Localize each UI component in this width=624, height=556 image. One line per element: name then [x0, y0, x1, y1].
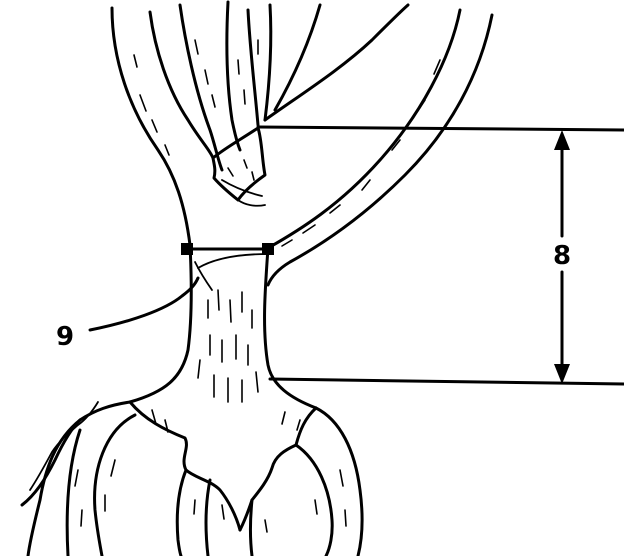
leader-label: 9 — [56, 322, 74, 352]
arrow-up-icon — [554, 130, 570, 150]
height-label: 8 — [553, 241, 571, 271]
central-leaves — [180, 2, 271, 206]
stem — [130, 243, 316, 408]
leader-annotation: 9 — [56, 278, 198, 352]
right-leaf — [265, 5, 492, 285]
bulb — [22, 402, 362, 556]
left-leaf — [112, 8, 213, 245]
height-dimension: 8 — [258, 127, 624, 384]
arrow-down-icon — [554, 364, 570, 384]
